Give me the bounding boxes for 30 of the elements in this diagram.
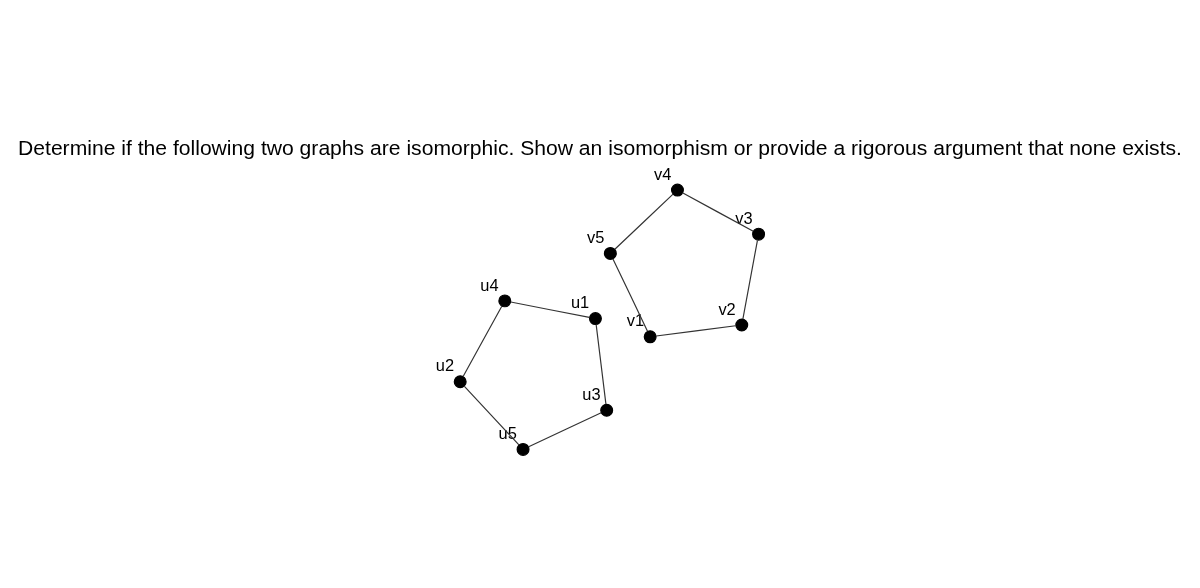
node-label: v4: [654, 164, 672, 183]
node-circle: [670, 183, 684, 197]
node-label: u2: [435, 355, 455, 374]
node-circle: [600, 403, 614, 417]
connector: [595, 323, 607, 405]
connector: [682, 191, 754, 232]
node-circle: [453, 374, 467, 388]
connector: [462, 305, 503, 377]
node-label: v1: [626, 310, 645, 329]
node-circle: [643, 329, 657, 343]
node-circle: [752, 227, 766, 241]
node-circle: [498, 293, 512, 307]
node-label: v2: [718, 299, 736, 318]
node-label: u3: [582, 384, 601, 403]
connector: [528, 411, 602, 447]
connector: [655, 324, 737, 337]
node-label: u4: [480, 275, 499, 294]
connector: [614, 193, 674, 250]
node-circle: [588, 311, 602, 325]
connector: [510, 300, 590, 318]
node-label: v5: [586, 227, 605, 246]
node-circle: [516, 442, 530, 456]
node-label: v3: [735, 208, 753, 227]
connector: [742, 239, 759, 320]
connector: [612, 257, 649, 332]
node-circle: [735, 318, 749, 331]
diagram-title: Determine if the following two graphs are isomorphic. Show an isomorphism or provide a rigorous argument that none exists.: [18, 135, 1182, 159]
node-circle: [603, 246, 617, 260]
connector: [463, 385, 520, 446]
node-label: u1: [571, 292, 590, 311]
